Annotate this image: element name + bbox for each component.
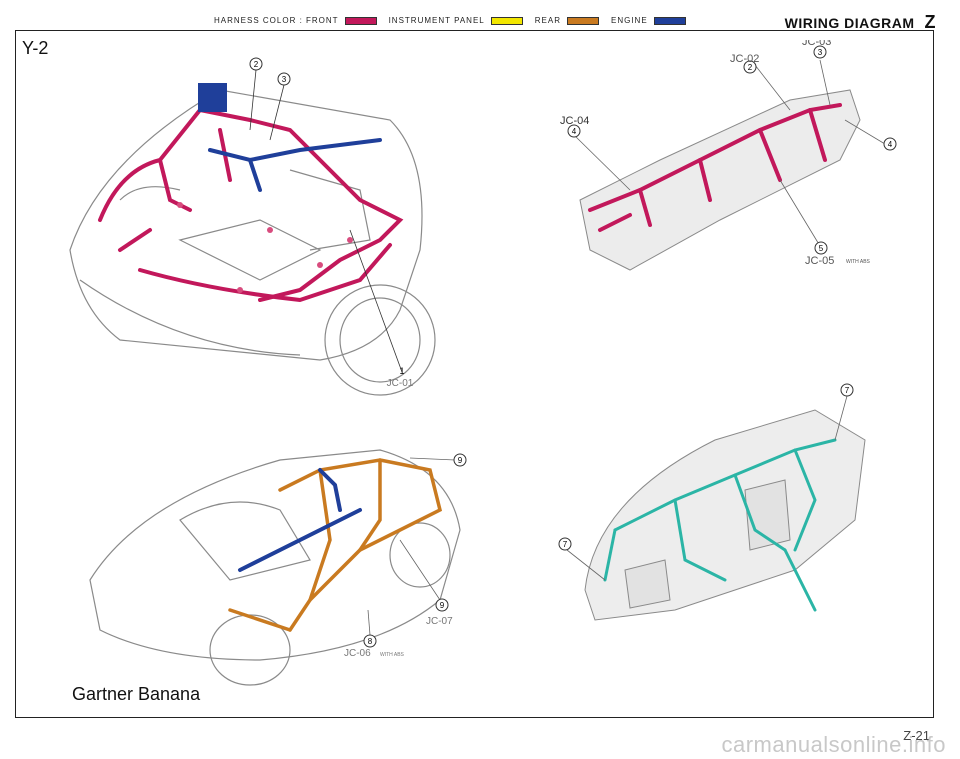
page-number: Z-21 bbox=[903, 728, 930, 743]
legend-item-instrument-panel: INSTRUMENT PANEL bbox=[388, 16, 485, 25]
callout-7: 7 bbox=[845, 386, 850, 395]
callout-2: 2 bbox=[254, 60, 259, 69]
joint-label-jc01: JC-01 bbox=[387, 378, 414, 389]
legend-swatch-rear bbox=[566, 16, 599, 25]
joint-label-jc07: JC-07 bbox=[426, 616, 453, 627]
legend-item-engine: ENGINE bbox=[610, 16, 648, 25]
callout-4: 4 bbox=[572, 127, 577, 136]
cabin-diagram: 9 9 8 JC-07 JC-06 WITH ABS bbox=[89, 449, 467, 686]
legend-item-rear: REAR bbox=[534, 16, 561, 25]
callout-9b: 9 bbox=[440, 601, 445, 610]
engine-bay-diagram: 2 3 1 JC-01 bbox=[69, 57, 436, 396]
legend-swatch-front bbox=[344, 16, 377, 25]
diagram-frame bbox=[15, 30, 934, 718]
page-title-text: WIRING DIAGRAM bbox=[784, 15, 915, 31]
callout-2: 2 bbox=[748, 63, 753, 72]
callout-3: 3 bbox=[818, 48, 823, 57]
dash-front-diagram: 3 2 4 4 5 JC-03 JC-02 JC-04 JC-05 WITH A… bbox=[560, 40, 897, 271]
joint-label-jc06: JC-06 bbox=[344, 648, 371, 659]
legend-swatch-instrument-panel bbox=[490, 16, 523, 25]
section-code: Y-2 bbox=[22, 38, 49, 58]
legend-swatch-engine bbox=[653, 16, 686, 25]
joint-label-jc03: JC-03 bbox=[802, 40, 831, 48]
page-title: WIRING DIAGRAM Z bbox=[785, 12, 936, 33]
abs-note: WITH ABS bbox=[380, 652, 405, 658]
joint-label-jc02: JC-02 bbox=[730, 53, 759, 65]
caption: Gartner Banana bbox=[72, 684, 201, 704]
callout-7b: 7 bbox=[563, 540, 568, 549]
watermark: carmanualsonline.info bbox=[721, 732, 946, 757]
joint-label-jc05: JC-05 bbox=[805, 255, 834, 267]
callout-8: 8 bbox=[368, 637, 373, 646]
harness-color-legend: HARNESS COLOR : FRONT INSTRUMENT PANEL R… bbox=[214, 16, 692, 25]
callout-9: 9 bbox=[458, 456, 463, 465]
callout-5: 5 bbox=[819, 244, 824, 253]
abs-note: WITH ABS bbox=[846, 259, 871, 265]
joint-label-jc04: JC-04 bbox=[560, 115, 589, 127]
callout-1: 1 bbox=[399, 366, 404, 376]
legend-label: HARNESS COLOR : FRONT bbox=[214, 16, 339, 25]
callout-3: 3 bbox=[282, 75, 287, 84]
page-header: HARNESS COLOR : FRONT INSTRUMENT PANEL R… bbox=[0, 8, 960, 32]
section-letter: Z bbox=[924, 12, 936, 32]
callout-4b: 4 bbox=[888, 140, 893, 149]
dash-rear-diagram: 7 7 bbox=[558, 383, 866, 621]
